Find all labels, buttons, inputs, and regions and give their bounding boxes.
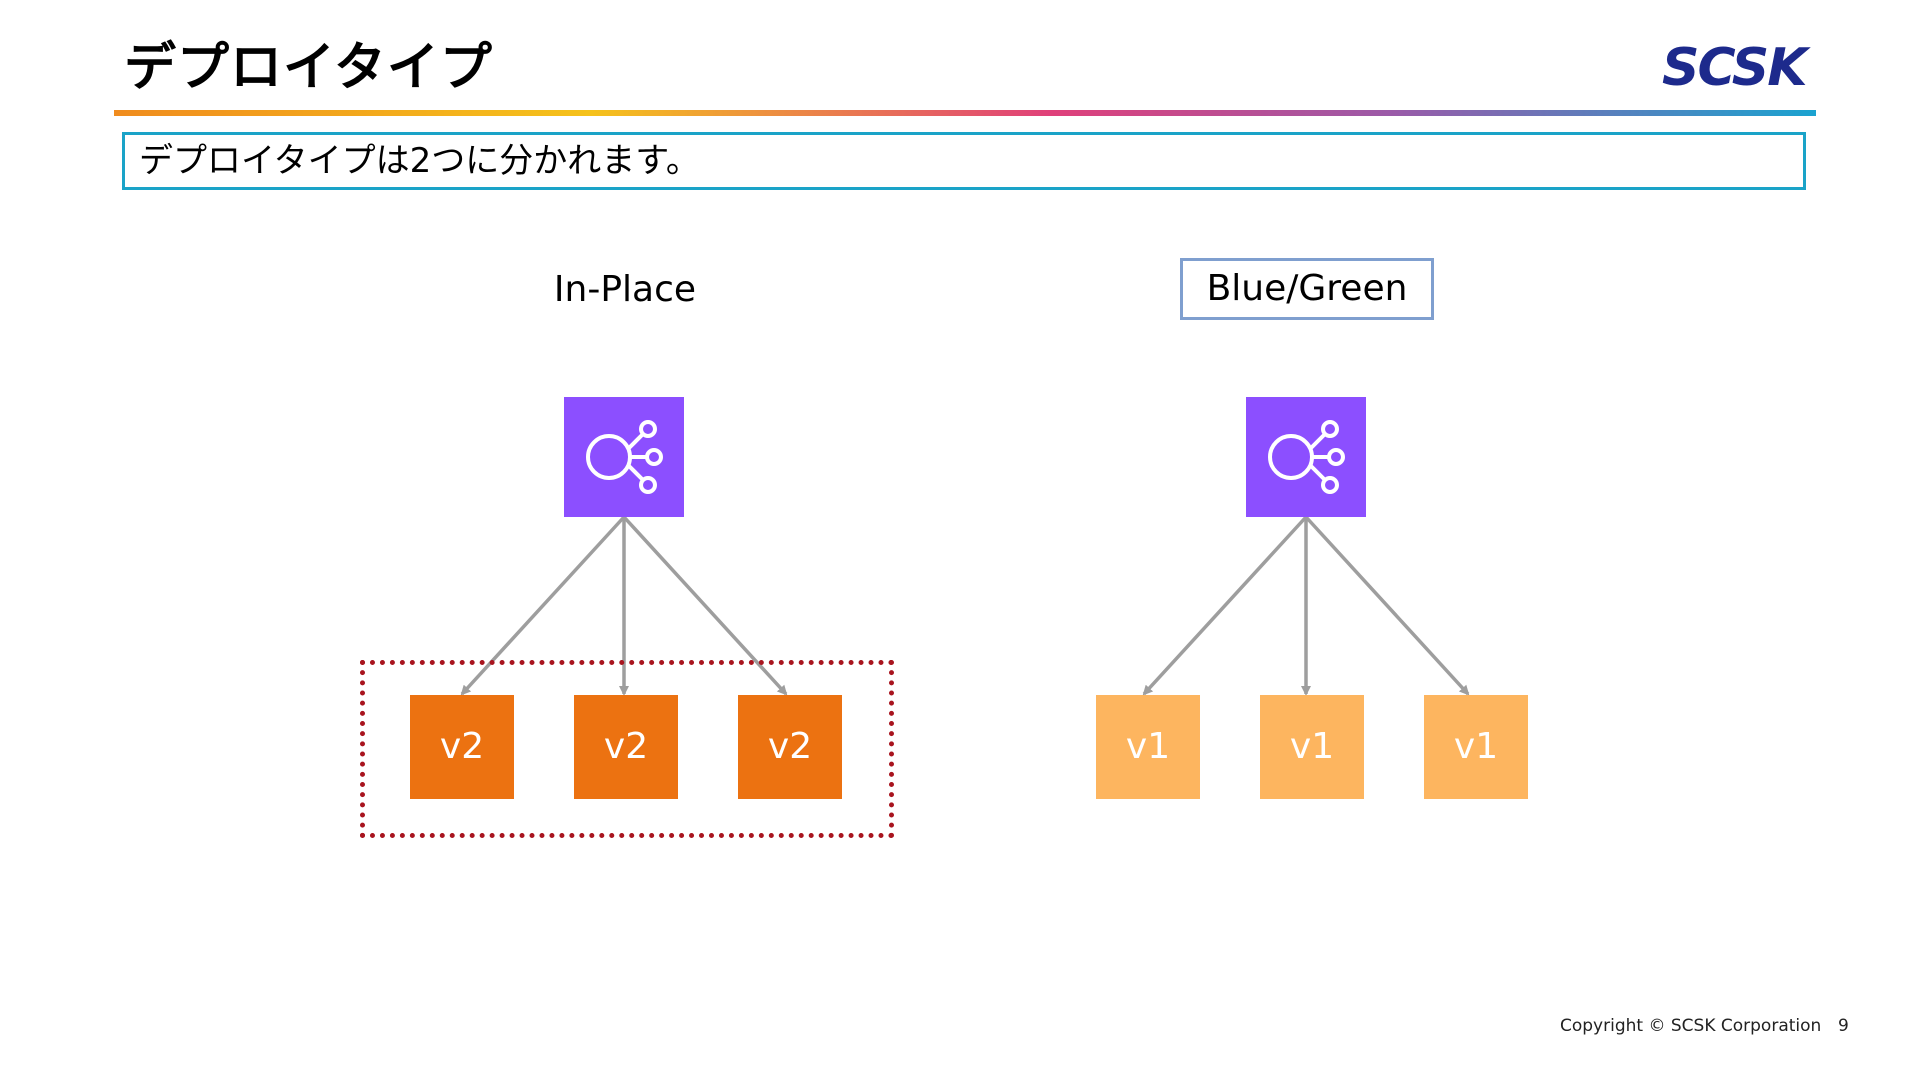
in-place-highlight-frame: [360, 660, 894, 838]
page-number: 9: [1838, 1016, 1849, 1036]
summary-box: デプロイタイプは2つに分かれます。: [122, 132, 1806, 190]
in-place-target-2: v2: [574, 695, 678, 799]
slide-title: デプロイタイプ: [124, 38, 493, 98]
in-place-target-3: v2: [738, 695, 842, 799]
load-balancer-icon: [1246, 397, 1366, 517]
scsk-logo: SCSK: [1662, 38, 1808, 98]
load-balancer-icon: [564, 397, 684, 517]
blue-green-target-1: v1: [1096, 695, 1200, 799]
blue-green-target-2: v1: [1260, 695, 1364, 799]
arrow-right-3: [1304, 515, 1470, 696]
in-place-label: In-Place: [553, 269, 697, 310]
copyright-footer: Copyright © SCSK Corporation: [1560, 1016, 1822, 1036]
title-gradient-rule: [114, 110, 1816, 116]
arrow-right-1: [1142, 515, 1308, 696]
blue-green-label: Blue/Green: [1180, 258, 1434, 320]
blue-green-target-3: v1: [1424, 695, 1528, 799]
in-place-target-1: v2: [410, 695, 514, 799]
